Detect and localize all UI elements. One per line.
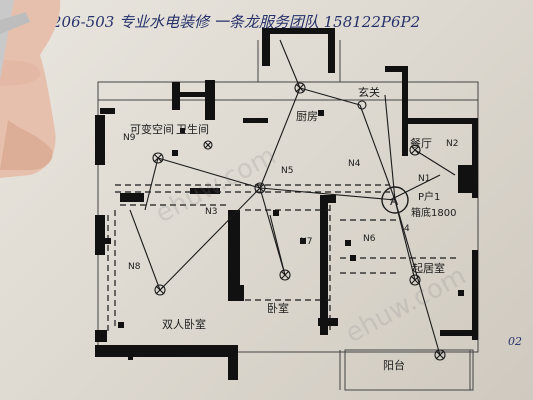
panel-box-note: 箱底1800: [411, 206, 456, 219]
circuit-n9: N9: [123, 133, 136, 143]
circuit-n8: N8: [128, 262, 141, 272]
dashed-circuits: [107, 184, 460, 335]
switch-marks: [105, 110, 464, 360]
circuit-n5: N5: [281, 166, 293, 176]
room-label-living: 起居室: [412, 261, 445, 275]
circuit-n7: N7: [300, 237, 312, 247]
circuit-n2: N2: [446, 139, 458, 149]
hand-shape: [0, 0, 61, 178]
light-fixtures: [152, 82, 446, 361]
circuit-n4: N4: [348, 159, 361, 169]
panel-label: P户1: [418, 190, 440, 203]
header-note: 206-503 专业水电装修 一条龙服务团队 158122P6P2: [51, 13, 420, 31]
corner-note: 02: [508, 335, 522, 348]
room-label-kitchen: 厨房: [296, 110, 318, 123]
room-label-entrance: 玄关: [358, 85, 380, 99]
room-label-bathroom: 卫生间: [176, 122, 209, 136]
circuit-n1: N1: [418, 174, 430, 184]
room-label-convertible: 可变空间: [130, 122, 174, 136]
room-label-master-bedroom: 双人卧室: [162, 317, 206, 331]
room-label-dining: 餐厅: [410, 136, 432, 150]
circuit-n6: N6: [363, 234, 376, 244]
circuit-n3: N3: [205, 207, 217, 217]
panel-symbol: A: [390, 194, 399, 208]
panel-num: 4: [404, 224, 410, 234]
room-label-balcony: 阳台: [383, 358, 405, 372]
plan-walls: [95, 28, 478, 380]
room-label-bedroom: 卧室: [267, 301, 289, 315]
